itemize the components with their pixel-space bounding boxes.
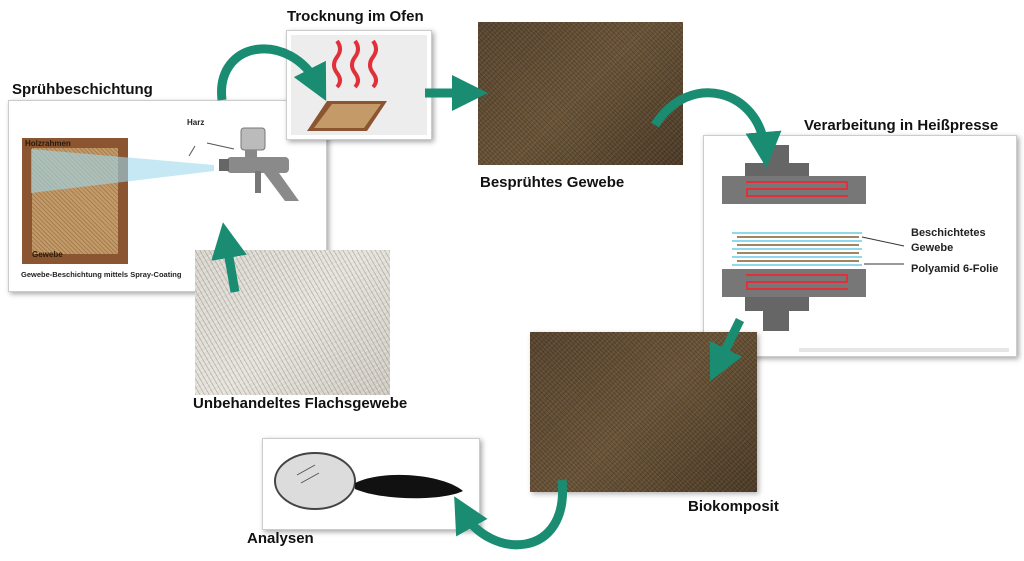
- oven-title: Trocknung im Ofen: [287, 8, 424, 25]
- spray-gun-icon: [31, 127, 299, 201]
- magnifier-icon: [274, 452, 463, 510]
- hot-press-icon: [722, 145, 1009, 352]
- frame-label: Holzrahmen: [25, 139, 71, 148]
- press-panel: Beschichtetes Gewebe Polyamid 6-Folie: [703, 135, 1017, 357]
- resin-label: Harz: [187, 118, 205, 127]
- sprayed-title: Besprühtes Gewebe: [480, 174, 625, 191]
- analysis-panel: [262, 438, 480, 530]
- analysis-title: Analysen: [247, 530, 314, 547]
- oven-panel: [286, 30, 432, 140]
- coated-fabric-label: Beschichtetes Gewebe: [911, 227, 986, 254]
- spray-caption: Gewebe-Beschichtung mittels Spray-Coatin…: [21, 270, 182, 279]
- fabric-label: Gewebe: [32, 250, 63, 259]
- spray-title: Sprühbeschichtung: [12, 81, 153, 98]
- composite-title: Biokomposit: [688, 498, 779, 515]
- untreated-fabric-image: [195, 250, 390, 395]
- oven-heat-icon: [291, 35, 427, 135]
- sprayed-fabric-image: [478, 22, 683, 165]
- pa6-film-label: Polyamid 6-Folie: [911, 263, 999, 275]
- biocomposite-image: [530, 332, 757, 492]
- untreated-title: Unbehandeltes Flachsgewebe: [193, 395, 408, 412]
- press-title: Verarbeitung in Heißpresse: [804, 117, 999, 134]
- spray-panel: Holzrahmen Gewebe Harz Gewebe-Beschichtu…: [8, 100, 327, 292]
